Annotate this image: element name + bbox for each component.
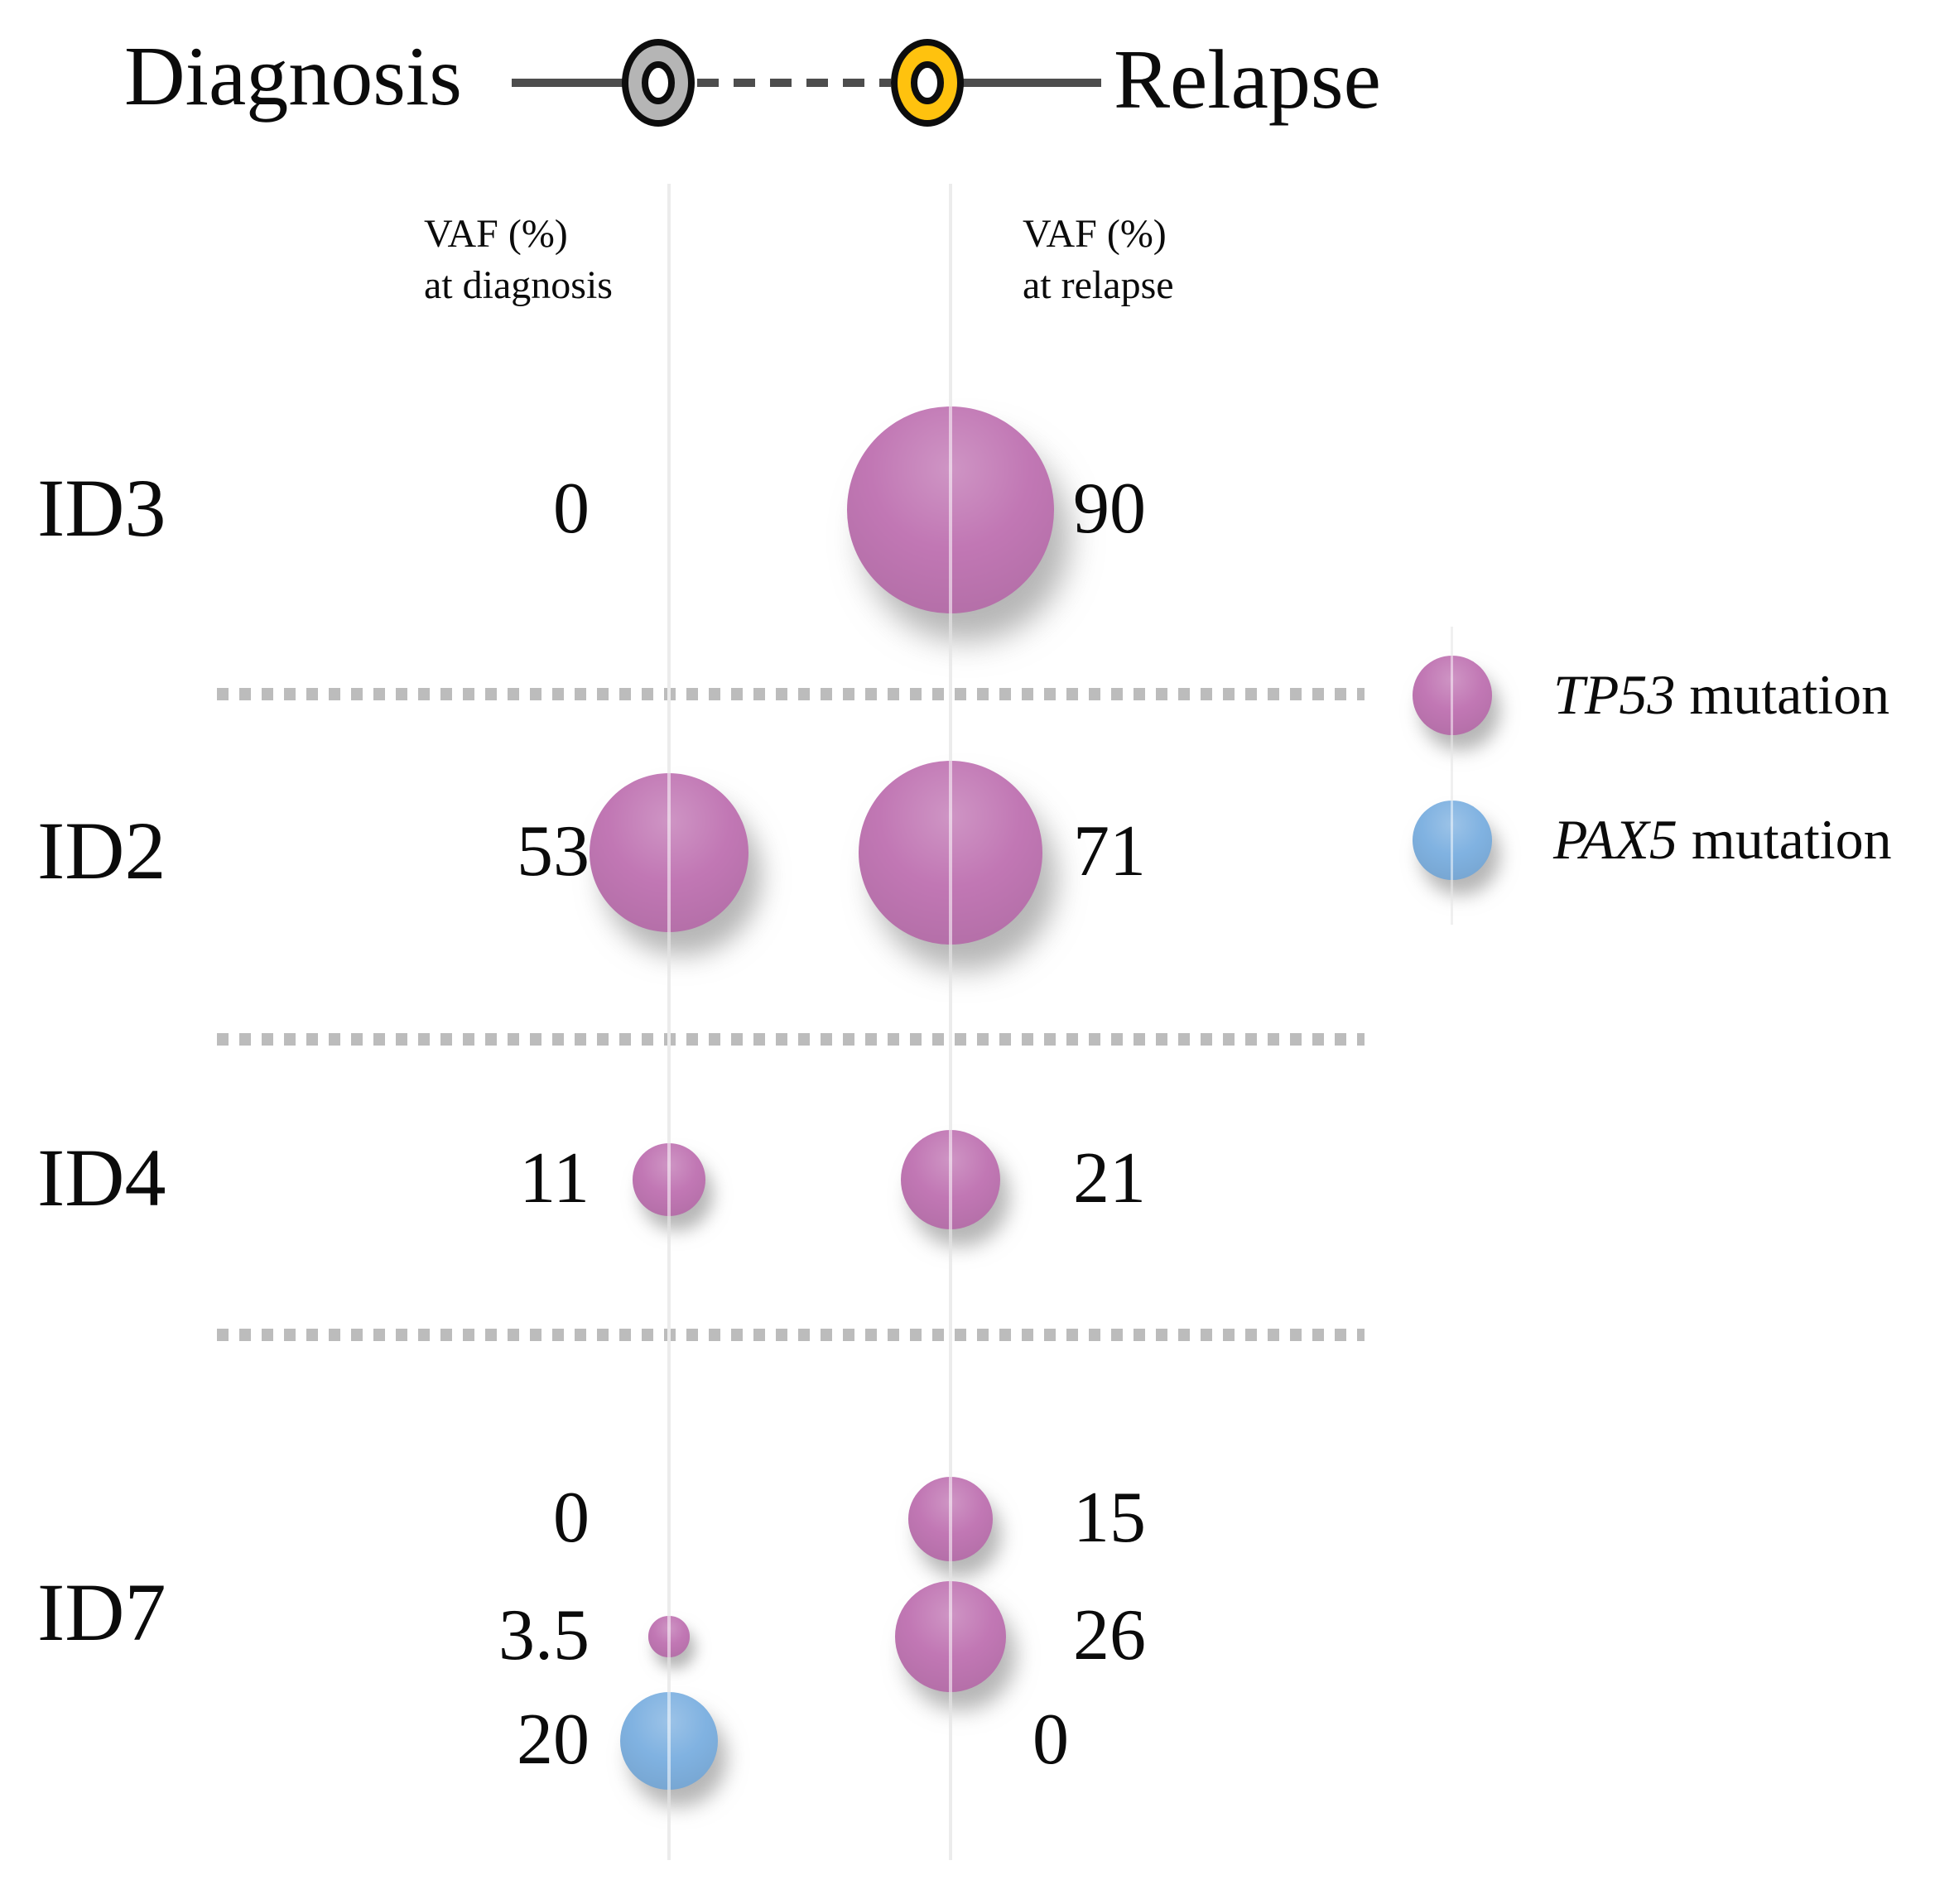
vaf-value-id7-relapse: 15 bbox=[1073, 1478, 1146, 1558]
relapse-donut-icon bbox=[891, 39, 964, 127]
diagnosis-axis-label-line2: at diagnosis bbox=[424, 263, 613, 307]
relapse-axis-line-overlay bbox=[949, 184, 952, 1860]
vaf-value-id2-relapse: 71 bbox=[1073, 811, 1146, 892]
timeline-dashed-line bbox=[697, 79, 891, 87]
diagnosis-donut-icon bbox=[622, 39, 695, 127]
patient-separator-1 bbox=[217, 688, 1365, 700]
legend-label-pax5: PAX5 mutation bbox=[1553, 808, 1892, 871]
vaf-value-id2-diagnosis: 53 bbox=[517, 811, 590, 892]
patient-label-id7: ID7 bbox=[37, 1566, 166, 1658]
vaf-value-id4-diagnosis: 11 bbox=[519, 1138, 590, 1219]
legend-axis-line-overlay bbox=[1451, 627, 1453, 925]
relapse-axis-label-line2: at relapse bbox=[1023, 263, 1174, 307]
vaf-value-id7-diagnosis: 3.5 bbox=[498, 1595, 590, 1676]
patient-label-id2: ID2 bbox=[37, 805, 166, 897]
patient-label-id4: ID4 bbox=[37, 1132, 166, 1224]
relapse-header-label: Relapse bbox=[1114, 33, 1381, 127]
diagnosis-axis-label-line1: VAF (%) bbox=[424, 212, 568, 256]
legend-gene-name-pax5: PAX5 bbox=[1553, 808, 1677, 871]
timeline-solid-right bbox=[962, 79, 1101, 87]
vaf-value-id7-relapse: 26 bbox=[1073, 1595, 1146, 1676]
relapse-axis-label-line1: VAF (%) bbox=[1023, 212, 1167, 256]
legend-label-tp53: TP53 mutation bbox=[1553, 663, 1890, 726]
diagnosis-axis-label: VAF (%) at diagnosis bbox=[424, 209, 613, 311]
vaf-value-id7-diagnosis: 20 bbox=[517, 1700, 590, 1780]
relapse-axis-label: VAF (%) at relapse bbox=[1023, 209, 1174, 311]
timeline-solid-left bbox=[512, 79, 623, 87]
patient-separator-3 bbox=[217, 1329, 1365, 1341]
diagnosis-axis-line-overlay bbox=[667, 184, 671, 1860]
vaf-value-id3-diagnosis: 0 bbox=[553, 469, 590, 549]
diagnosis-header-label: Diagnosis bbox=[124, 30, 462, 123]
legend-gene-name-tp53: TP53 bbox=[1553, 663, 1676, 726]
vaf-value-id3-relapse: 90 bbox=[1073, 469, 1146, 549]
vaf-value-id4-relapse: 21 bbox=[1073, 1138, 1146, 1219]
vaf-value-id7-diagnosis: 0 bbox=[553, 1478, 590, 1558]
vaf-value-id7-relapse: 0 bbox=[1032, 1700, 1069, 1780]
patient-label-id3: ID3 bbox=[37, 462, 166, 554]
patient-separator-2 bbox=[217, 1033, 1365, 1046]
